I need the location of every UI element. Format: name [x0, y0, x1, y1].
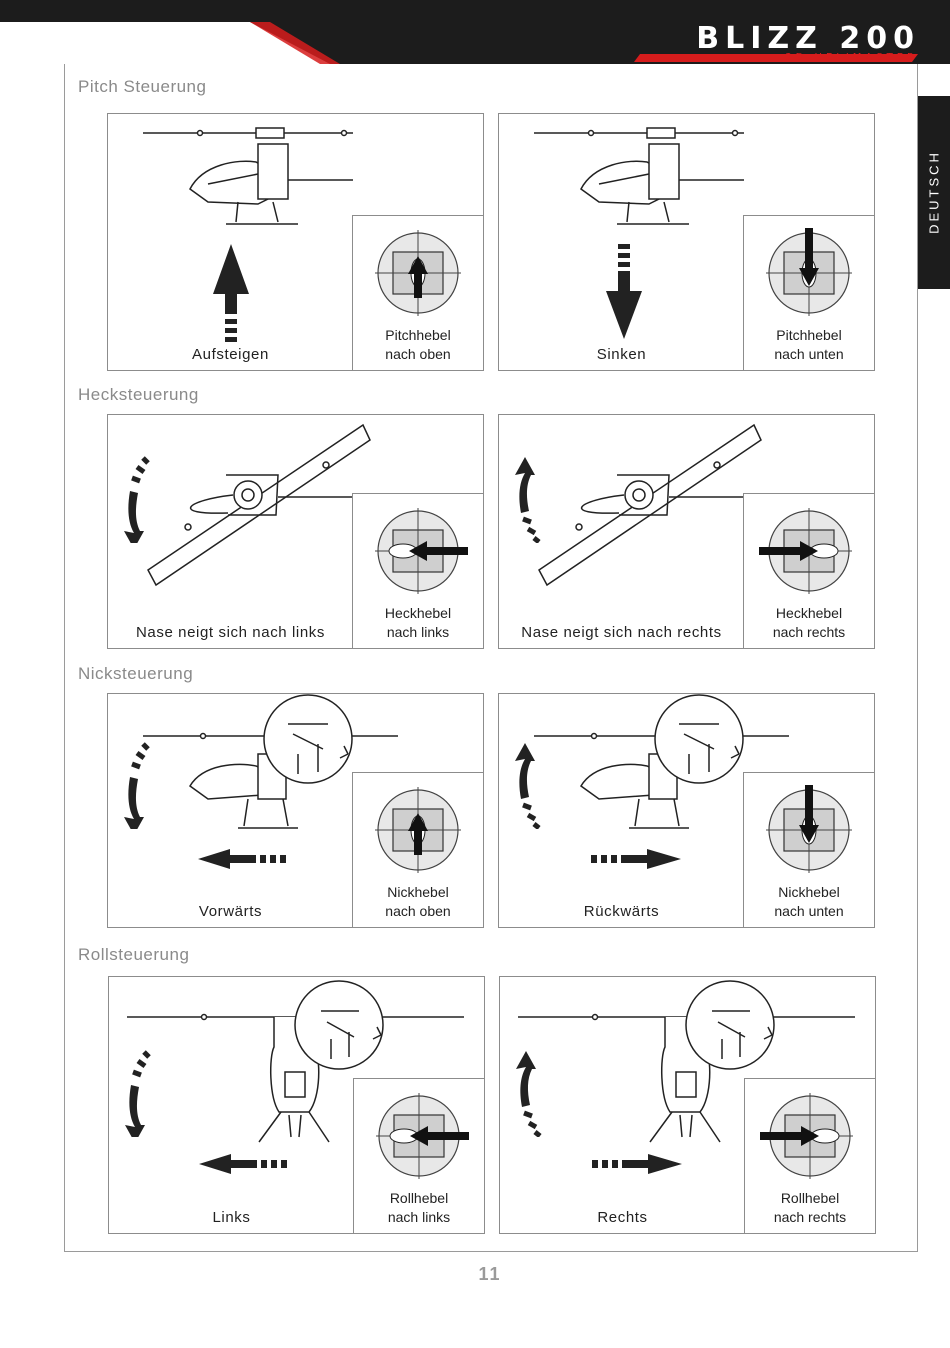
language-tab: DEUTSCH: [918, 96, 950, 289]
stick-inset: Rollhebel nach links: [353, 1078, 485, 1234]
panel-pitch-up: Aufsteigen Pitchhebel nach oben: [107, 113, 484, 371]
rotate-forward-arrow-icon: [124, 742, 150, 829]
stick-inset: Rollhebel nach rechts: [744, 1078, 876, 1234]
content-frame: [64, 64, 918, 1252]
stick-caption-line2: nach links: [387, 1209, 451, 1225]
stick-inset: Pitchhebel nach oben: [352, 215, 484, 371]
stick-caption: Rollhebel nach rechts: [745, 1189, 875, 1227]
stick-caption-line1: Pitchhebel: [776, 327, 842, 343]
panel-roll-left: Links Rollhebel nach links: [108, 976, 485, 1234]
stick-caption: Rollhebel nach links: [354, 1189, 484, 1227]
stick-caption-line2: nach rechts: [773, 1209, 847, 1225]
stick-caption-line1: Nickhebel: [387, 884, 449, 900]
stick-caption: Heckhebel nach links: [353, 604, 483, 642]
stick-caption-line2: nach rechts: [772, 624, 846, 640]
section-title-nick: Nicksteuerung: [78, 664, 194, 683]
transmitter-stick-left-icon: [375, 508, 468, 594]
rotate-left-arrow-icon: [124, 456, 150, 543]
stick-caption: Heckhebel nach rechts: [744, 604, 874, 642]
stick-caption-line1: Rollhebel: [780, 1190, 840, 1206]
rotate-right-arrow-icon: [515, 457, 541, 543]
panel-yaw-right: Nase neigt sich nach rechts Heckhebel na…: [498, 414, 875, 649]
helicopter-side-illustration: [143, 127, 353, 225]
panel-caption: Nase neigt sich nach rechts: [521, 624, 722, 641]
stick-caption-line2: nach oben: [385, 903, 451, 919]
header-band-graphic: [0, 0, 950, 64]
transmitter-stick-left-icon: [376, 1093, 469, 1179]
stick-caption-line1: Heckhebel: [775, 605, 843, 621]
panel-pitch-down: Sinken Pitchhebel nach unten: [498, 113, 875, 371]
arrow-right-icon: [591, 849, 681, 869]
stick-caption-line2: nach unten: [774, 346, 844, 362]
panel-caption: Vorwärts: [198, 903, 263, 920]
page-header: BLIZZ 200 3D HELIMASTER: [0, 0, 950, 64]
stick-caption-line1: Rollhebel: [389, 1190, 449, 1206]
brand-tagline: 3D HELIMASTER: [785, 52, 918, 63]
stick-caption-line2: nach unten: [774, 903, 844, 919]
panel-caption: Rechts: [597, 1209, 648, 1226]
helicopter-top-illustration: [538, 423, 762, 587]
stick-inset: Nickhebel nach oben: [352, 772, 484, 928]
helicopter-tilted-illustration: [534, 694, 789, 829]
rotate-backward-arrow-icon: [515, 743, 541, 829]
stick-caption: Nickhebel nach unten: [744, 883, 874, 921]
stick-caption: Pitchhebel nach oben: [353, 326, 483, 364]
panel-caption: Rückwärts: [583, 903, 660, 920]
section-title-pitch: Pitch Steuerung: [78, 77, 207, 96]
stick-inset: Heckhebel nach rechts: [743, 493, 875, 649]
panel-caption: Links: [212, 1209, 251, 1226]
helicopter-top-illustration: [147, 423, 371, 587]
arrow-up-icon: [213, 244, 249, 342]
transmitter-stick-right-icon: [759, 508, 852, 594]
arrow-left-icon: [199, 1154, 287, 1174]
stick-inset: Pitchhebel nach unten: [743, 215, 875, 371]
rotate-left-arrow-icon: [125, 1050, 151, 1137]
stick-caption-line1: Nickhebel: [778, 884, 840, 900]
stick-caption-line1: Pitchhebel: [385, 327, 451, 343]
arrow-left-icon: [198, 849, 286, 869]
transmitter-stick-up-icon: [375, 230, 461, 316]
arrow-right-icon: [592, 1154, 682, 1174]
panel-roll-right: Rechts Rollhebel nach rechts: [499, 976, 876, 1234]
helicopter-tilted-illustration: [143, 694, 398, 829]
stick-caption-line2: nach oben: [385, 346, 451, 362]
transmitter-stick-up-icon: [375, 787, 461, 873]
panel-caption: Aufsteigen: [192, 346, 269, 363]
language-tab-label: DEUTSCH: [926, 150, 942, 234]
helicopter-front-illustration: [127, 980, 464, 1143]
section-title-heck: Hecksteuerung: [78, 385, 199, 404]
rotate-right-arrow-icon: [516, 1051, 542, 1137]
stick-inset: Nickhebel nach unten: [743, 772, 875, 928]
panel-yaw-left: Nase neigt sich nach links Heckhebel nac…: [107, 414, 484, 649]
stick-caption-line2: nach links: [386, 624, 450, 640]
transmitter-stick-right-icon: [760, 1093, 853, 1179]
transmitter-stick-down-icon: [766, 228, 852, 316]
stick-caption: Pitchhebel nach unten: [744, 326, 874, 364]
panel-pitch-forward: Vorwärts Nickhebel nach oben: [107, 693, 484, 928]
section-title-roll: Rollsteuerung: [78, 945, 190, 964]
page-number: 11: [478, 1264, 502, 1284]
panel-pitch-backward: Rückwärts Nickhebel nach unten: [498, 693, 875, 928]
stick-caption-line1: Heckhebel: [384, 605, 452, 621]
panel-caption: Nase neigt sich nach links: [135, 624, 326, 641]
helicopter-front-illustration: [518, 980, 855, 1143]
panel-caption: Sinken: [596, 346, 647, 363]
helicopter-side-illustration: [534, 127, 744, 225]
stick-caption: Nickhebel nach oben: [353, 883, 483, 921]
brand-logo: BLIZZ 200: [696, 21, 920, 56]
transmitter-stick-down-icon: [766, 785, 852, 873]
arrow-down-icon: [606, 244, 642, 339]
stick-inset: Heckhebel nach links: [352, 493, 484, 649]
